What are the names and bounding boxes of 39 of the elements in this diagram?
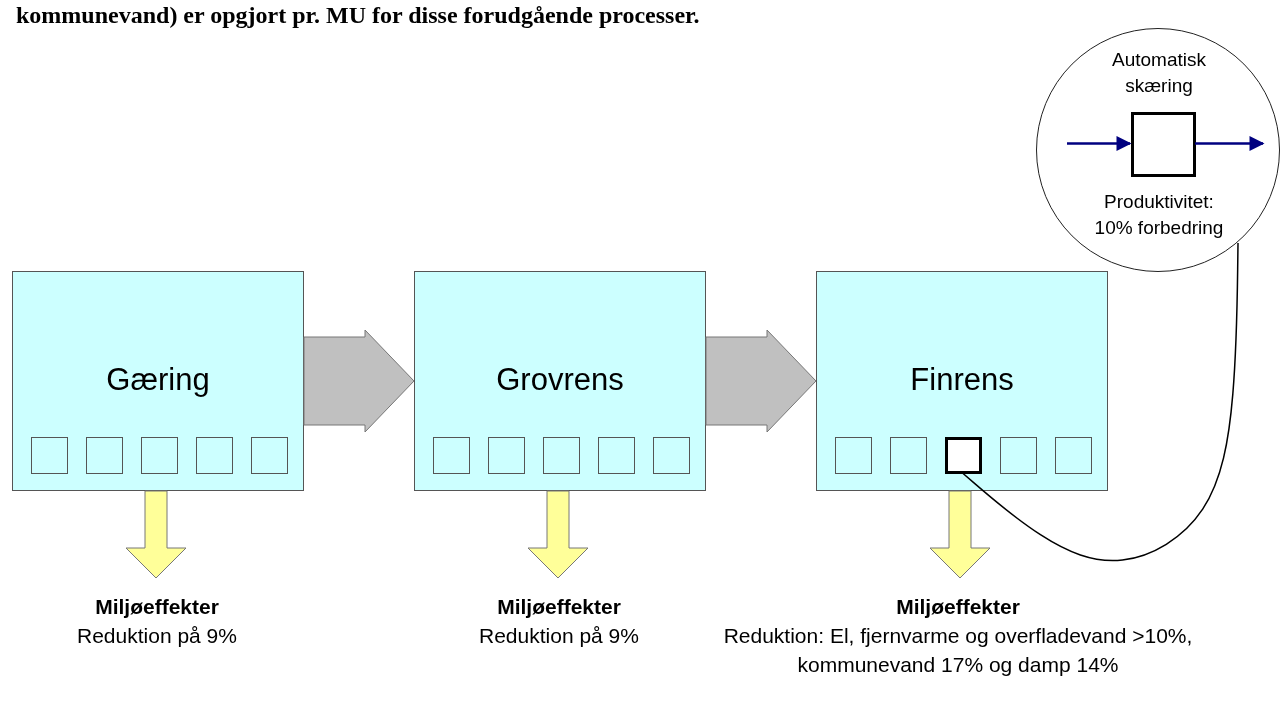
step-box — [543, 437, 580, 474]
block-arrow — [705, 329, 817, 433]
leader-line — [961, 242, 1239, 562]
process-label: Grovrens — [495, 362, 625, 398]
step-box — [890, 437, 927, 474]
process-label: Finrens — [909, 362, 1015, 398]
step-box — [598, 437, 635, 474]
arrow — [1195, 136, 1265, 151]
process-box — [816, 271, 1108, 491]
arrow — [1067, 136, 1132, 151]
highlighted-step-box — [1131, 112, 1196, 177]
step-box — [653, 437, 690, 474]
effects-heading: Miljøeffekter — [895, 594, 1021, 620]
step-box — [251, 437, 288, 474]
process-box — [12, 271, 304, 491]
step-box — [1000, 437, 1037, 474]
step-label: Automatisk skæring — [1111, 48, 1207, 98]
step-box — [835, 437, 872, 474]
block-arrow-down — [929, 490, 991, 579]
step-box — [1055, 437, 1092, 474]
step-box — [488, 437, 525, 474]
note-text: kommunevand) er opgjort pr. MU for disse forudgående processer. — [16, 2, 700, 29]
step-box — [433, 437, 470, 474]
step-box — [141, 437, 178, 474]
process-box — [414, 271, 706, 491]
block-arrow — [303, 329, 415, 433]
effects-text: Reduktion på 9% — [478, 623, 640, 649]
highlighted-step-box — [945, 437, 982, 474]
step-box — [196, 437, 233, 474]
effects-heading: Miljøeffekter — [94, 594, 220, 620]
block-arrow-down — [527, 490, 589, 579]
step-box — [31, 437, 68, 474]
process-label: Gæring — [105, 362, 211, 398]
productivity-note: Produktivitet: 10% forbedring — [1093, 190, 1225, 240]
block-arrow-down — [125, 490, 187, 579]
step-box — [86, 437, 123, 474]
effects-heading: Miljøeffekter — [496, 594, 622, 620]
effects-text: Reduktion på 9% — [76, 623, 238, 649]
effects-text: Reduktion: El, fjernvarme og overfladevand >10%, kommunevand 17% og damp 14% — [722, 623, 1194, 678]
